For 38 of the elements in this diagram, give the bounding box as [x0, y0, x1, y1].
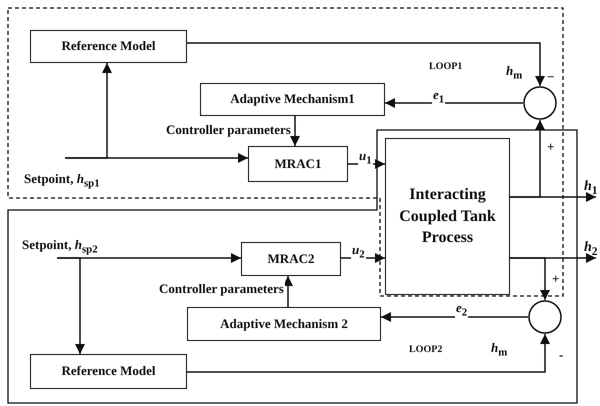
- block-box: [30, 354, 187, 389]
- arrow: [65, 63, 112, 159]
- block-box: [187, 307, 381, 341]
- block-box: [248, 146, 348, 182]
- arrow: [341, 253, 385, 263]
- arrow: [381, 312, 528, 322]
- block-box: [241, 242, 341, 276]
- input-label: Setpoint, h$_{sp2}$: [22, 238, 98, 256]
- signal-label: LOOP1: [428, 62, 464, 72]
- input-label: Setpoint, h$_{sp1}$: [24, 172, 100, 190]
- arrow: [385, 98, 523, 108]
- block-title: Adaptive Mechanism1: [230, 92, 355, 107]
- arrow: [187, 334, 550, 373]
- arrow: [510, 257, 550, 300]
- block-title: Interacting Coupled Tank Process: [398, 185, 497, 248]
- arrow: [348, 159, 385, 169]
- summing-junction: [523, 86, 557, 120]
- block-title: MRAC1: [274, 156, 322, 172]
- signal-label: LOOP2: [408, 345, 444, 355]
- block-title: Adaptive Mechanism 2: [220, 316, 348, 332]
- block-title: MRAC2: [268, 252, 314, 266]
- edge-label: h$_{m}$: [490, 341, 508, 358]
- arrow: [283, 276, 293, 307]
- summing-junction: [528, 300, 562, 334]
- arrow: [57, 257, 85, 354]
- block-title: Reference Model: [62, 39, 156, 54]
- input-label: h$_{2}$: [584, 240, 598, 258]
- edge-label: h$_{m}$: [505, 64, 524, 82]
- block-box: [200, 83, 385, 116]
- block-box: [385, 138, 510, 295]
- block-title: Reference Model: [62, 364, 156, 379]
- input-label: h$_{1}$: [584, 179, 598, 198]
- arrow: [510, 120, 545, 198]
- arrow: [290, 116, 300, 146]
- edge-label: Controller parameters: [158, 282, 285, 295]
- block-box: [30, 30, 187, 63]
- edge-label: Controller parameters: [165, 123, 292, 136]
- arrow: [187, 42, 545, 86]
